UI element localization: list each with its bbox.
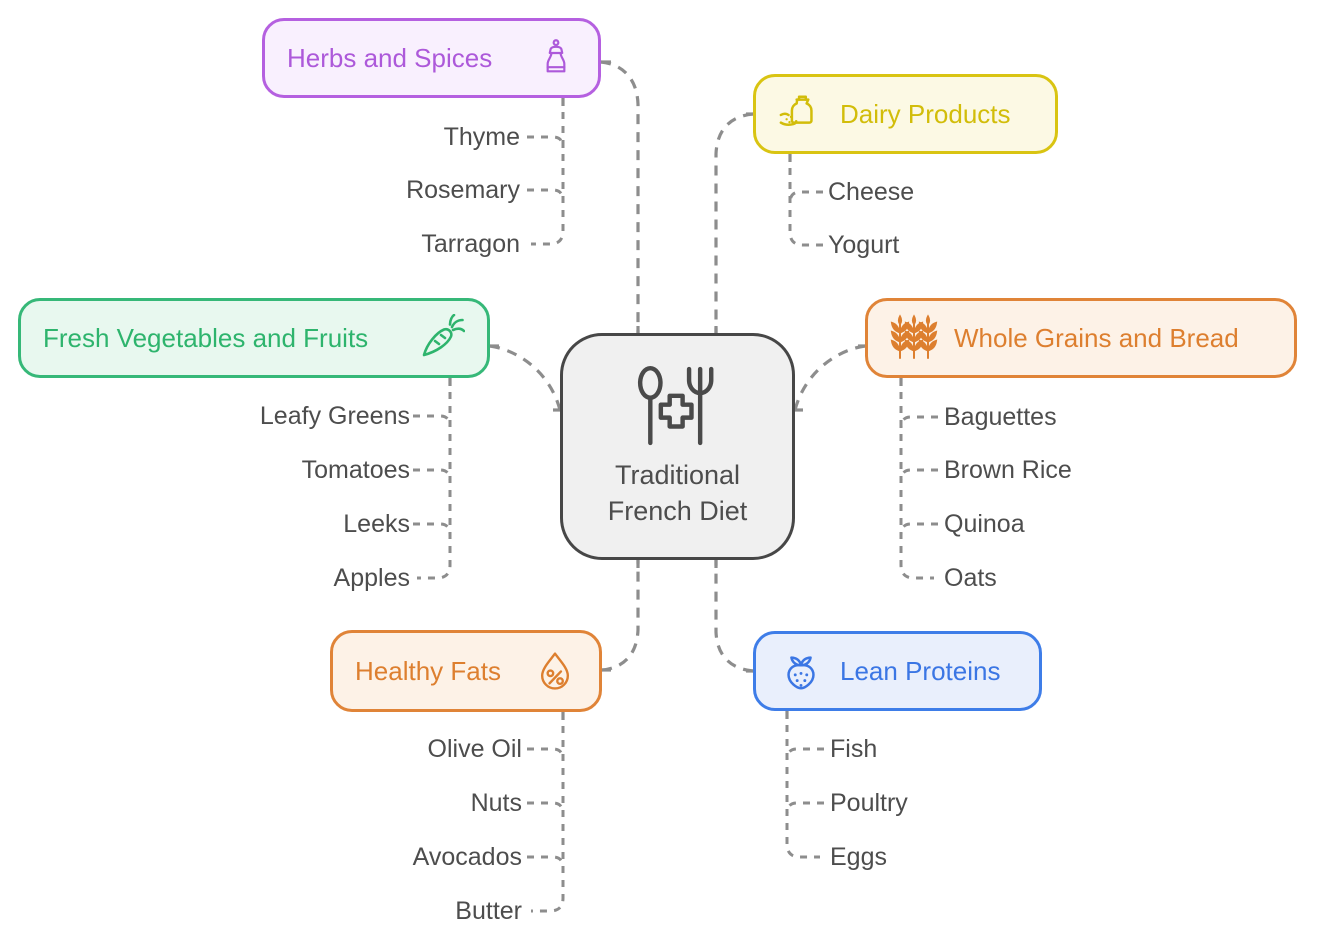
branch-label: Whole Grains and Bread <box>954 322 1239 353</box>
branch-label: Lean Proteins <box>840 655 1001 686</box>
branch-whole-grains-and-bread: Whole Grains and Bread <box>865 298 1297 378</box>
tree-fats-hook <box>527 801 565 815</box>
connector-veg-center <box>489 344 562 411</box>
tree-grains-hook <box>899 468 938 482</box>
connector-grains-center <box>793 344 866 411</box>
leaf-fish: Fish <box>830 735 878 763</box>
branch-lean-proteins: Lean Proteins <box>753 631 1042 711</box>
connector-dairy-center <box>714 112 754 333</box>
leaf-tarragon: Tarragon <box>421 230 520 258</box>
pepper-mill-icon <box>536 34 576 82</box>
tree-dairy-hook <box>788 190 823 204</box>
tree-fats-hook <box>527 747 565 761</box>
leaf-apples: Apples <box>333 564 410 592</box>
tree-fats <box>531 712 565 913</box>
tree-veg-hook <box>413 414 452 428</box>
tree-fats-hook <box>527 855 565 869</box>
tree-proteins-hook <box>785 747 824 761</box>
branch-dairy-products: Dairy Products <box>753 74 1058 154</box>
tree-veg-hook <box>413 522 452 536</box>
leaf-brown-rice: Brown Rice <box>944 456 1072 484</box>
tree-herbs-hook <box>527 135 565 149</box>
tree-veg <box>417 378 452 580</box>
branch-label: Healthy Fats <box>355 655 501 686</box>
leaf-oats: Oats <box>944 564 997 592</box>
branch-healthy-fats: Healthy Fats <box>330 630 602 712</box>
leaf-leeks: Leeks <box>343 510 410 538</box>
tree-proteins <box>785 711 820 859</box>
branch-fresh-vegetables-and-fruits: Fresh Vegetables and Fruits <box>18 298 490 378</box>
leaf-baguettes: Baguettes <box>944 403 1057 431</box>
leaf-poultry: Poultry <box>830 789 908 817</box>
center-label: Traditional French Diet <box>607 459 748 526</box>
leaf-nuts: Nuts <box>470 789 522 817</box>
tree-dairy <box>788 154 823 247</box>
leaf-olive-oil: Olive Oil <box>427 735 522 763</box>
branch-label: Herbs and Spices <box>287 42 493 73</box>
tree-veg-hook <box>413 468 452 482</box>
strawberry-icon <box>778 648 824 694</box>
carrot-icon <box>417 314 465 362</box>
leaf-rosemary: Rosemary <box>406 176 520 204</box>
tree-proteins-hook <box>785 801 824 815</box>
leaf-avocados: Avocados <box>412 843 522 871</box>
branch-label: Fresh Vegetables and Fruits <box>43 322 369 353</box>
connector-herbs-center <box>600 60 640 333</box>
branch-label: Dairy Products <box>840 98 1011 129</box>
spoon-fork-plus-icon <box>630 365 726 447</box>
tree-herbs-hook <box>527 188 565 202</box>
center-node: Traditional French Diet <box>560 333 795 560</box>
leaf-yogurt: Yogurt <box>828 231 900 259</box>
branch-herbs-and-spices: Herbs and Spices <box>262 18 601 98</box>
wheat-icon <box>890 314 938 362</box>
leaf-butter: Butter <box>455 897 522 925</box>
leaf-tomatoes: Tomatoes <box>301 456 410 484</box>
milk-splash-icon <box>778 91 824 137</box>
leaf-eggs: Eggs <box>830 843 887 871</box>
oil-drop-percent-icon <box>533 648 577 694</box>
connector-proteins-center <box>714 560 754 673</box>
leaf-thyme: Thyme <box>443 123 520 151</box>
leaf-leafy-greens: Leafy Greens <box>259 402 410 430</box>
tree-grains-hook <box>899 415 938 429</box>
leaf-quinoa: Quinoa <box>944 510 1025 538</box>
tree-grains <box>899 378 934 580</box>
tree-grains-hook <box>899 522 938 536</box>
tree-herbs <box>531 98 565 246</box>
connector-fats-center <box>601 560 640 672</box>
leaf-cheese: Cheese <box>828 178 915 206</box>
